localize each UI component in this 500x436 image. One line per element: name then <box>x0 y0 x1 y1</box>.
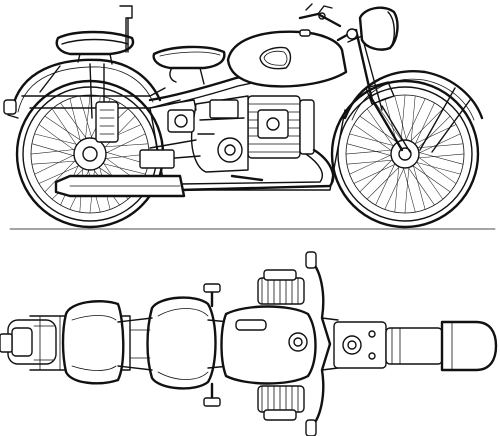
wheel-spoke <box>406 165 435 206</box>
front-mudguard <box>343 70 484 120</box>
engine-cylinder <box>247 95 315 159</box>
wheel-spoke <box>408 108 444 143</box>
wheel-spoke <box>84 94 91 142</box>
wheel-spoke <box>31 143 77 157</box>
wheel-spoke <box>44 115 84 143</box>
wheel-spoke <box>346 143 394 157</box>
wheel-spoke <box>413 161 461 175</box>
front-wheel <box>330 79 480 229</box>
pillion-seat <box>55 5 135 65</box>
wheel-spoke <box>416 153 465 159</box>
wheel-spoke <box>353 124 394 153</box>
wheel-spoke <box>412 162 426 210</box>
wheel-spoke <box>31 160 79 165</box>
wheel-spoke <box>101 143 149 148</box>
frame-backbone <box>148 58 332 102</box>
wheel-spoke <box>359 115 400 144</box>
fuel-tank <box>226 29 348 88</box>
wheel-spoke <box>416 155 457 184</box>
wheel-spoke <box>69 98 82 144</box>
wheel-spoke <box>38 164 82 184</box>
crankcase <box>190 95 249 173</box>
wheel-spoke <box>394 95 408 143</box>
cylinder-top-right <box>257 385 305 421</box>
handlebar <box>298 12 342 28</box>
wheel-spoke <box>415 159 444 200</box>
wheel-spoke <box>413 102 435 147</box>
wheel-spoke <box>366 108 395 149</box>
carburettor <box>167 99 197 133</box>
wheel-spoke <box>375 102 404 143</box>
rear-mudguard <box>10 58 162 112</box>
wheel-spoke <box>353 162 398 184</box>
wheel-spoke <box>375 161 397 206</box>
wheel-spoke <box>346 159 395 165</box>
wheel-spoke <box>349 133 397 147</box>
fuel-tank-top <box>220 305 317 385</box>
top-view <box>0 251 498 436</box>
wheel-spoke <box>359 157 394 193</box>
wheel-spoke <box>103 133 146 155</box>
wheel-spoke <box>102 115 136 150</box>
front-tyre-top <box>385 320 498 372</box>
rear-shock <box>95 101 119 143</box>
wheel-spoke <box>415 143 464 149</box>
handlebar-top <box>305 251 339 436</box>
cylinder-top-left <box>257 269 305 305</box>
wheel-spoke <box>34 153 77 175</box>
wheel-spoke <box>394 164 400 213</box>
wheel-spoke <box>79 95 93 141</box>
headlight <box>346 6 399 51</box>
wheel-spoke <box>345 149 394 155</box>
wheel-spoke <box>416 151 464 165</box>
wheel-spoke <box>410 164 451 193</box>
wheel-spoke <box>44 158 78 193</box>
wheel-spoke <box>400 94 406 143</box>
wheel-spoke <box>384 165 406 210</box>
headlight-top <box>333 321 387 369</box>
wheel-spoke <box>402 165 416 213</box>
side-view <box>3 3 496 230</box>
wheel-spoke <box>51 108 79 148</box>
wheel-spoke <box>60 102 88 141</box>
wheel-spoke <box>34 133 80 146</box>
rear-tyre-top <box>0 319 57 365</box>
exhaust <box>54 148 335 198</box>
rider-saddle <box>152 45 226 85</box>
wheel-spoke <box>366 165 402 200</box>
wheel-spoke <box>30 148 78 155</box>
wheel-spoke <box>410 95 416 144</box>
wheel-spoke <box>404 165 410 214</box>
wheel-spoke <box>404 98 426 143</box>
wheel-spoke <box>38 124 77 152</box>
rider-saddle-top <box>146 296 217 390</box>
wheel-spoke <box>349 153 394 175</box>
wheel-spoke <box>100 162 146 175</box>
wheel-spoke <box>416 115 451 151</box>
pillion-saddle-top <box>61 300 125 385</box>
